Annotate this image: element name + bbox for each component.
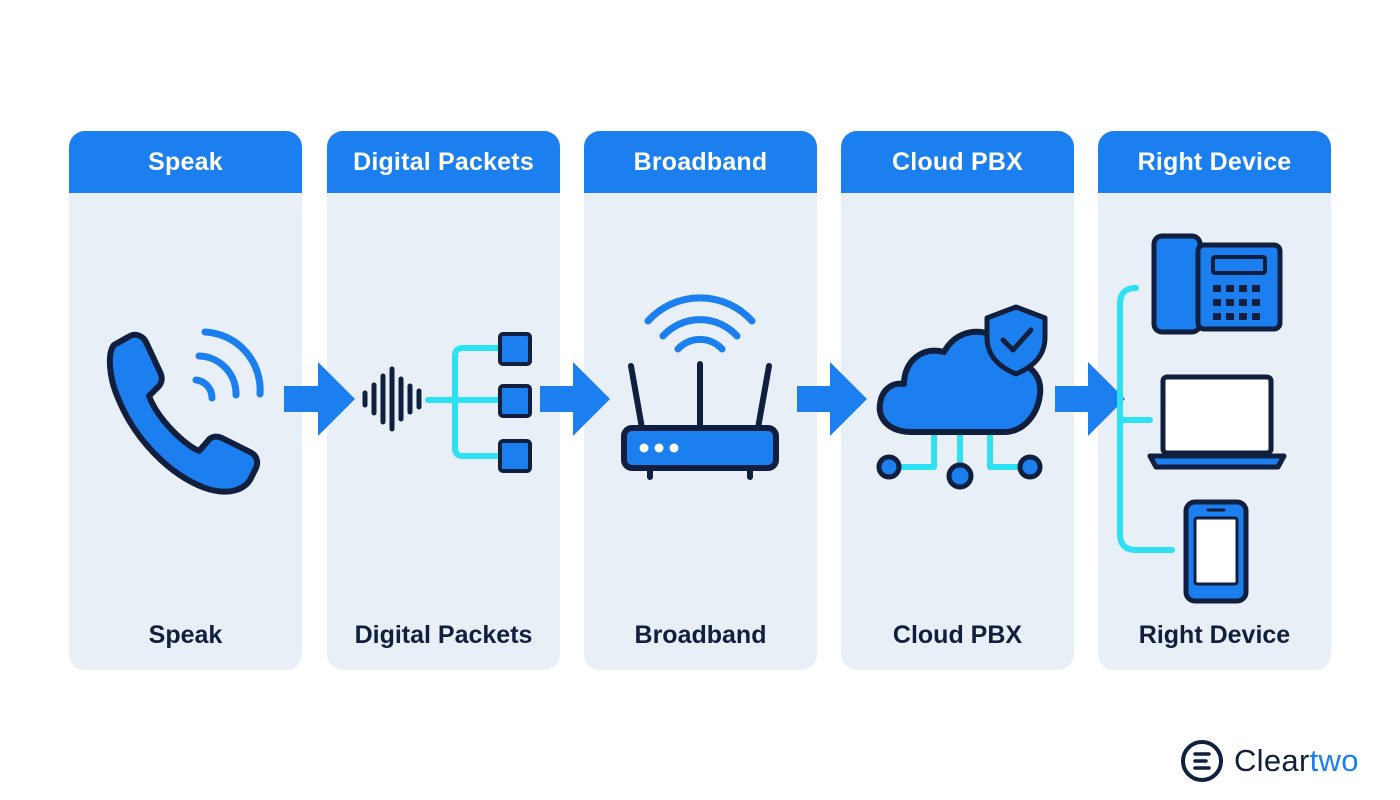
step-header-cloud-pbx: Cloud PBX xyxy=(841,131,1074,193)
brand-mark-spacer xyxy=(1180,738,1226,784)
step-panel-speak: Speak Speak xyxy=(69,131,302,670)
brand-name-part1: Clear xyxy=(1234,743,1310,778)
step-panel-right-device: Right Device Right Device xyxy=(1098,131,1331,670)
step-footer-cloud-pbx: Cloud PBX xyxy=(892,621,1023,649)
step-header-digital-packets: Digital Packets xyxy=(327,131,560,193)
step-panel-digital-packets: Digital Packets Digital Packets xyxy=(327,131,560,670)
step-footer-right-device: Right Device xyxy=(1138,621,1291,649)
brand-logo: Cleartwo xyxy=(1180,738,1359,784)
step-header-speak: Speak xyxy=(69,131,302,193)
step-panel-cloud-pbx: Cloud PBX Cloud PBX xyxy=(841,131,1074,670)
step-header-right-device: Right Device xyxy=(1098,131,1331,193)
brand-name: Cleartwo xyxy=(1234,743,1359,779)
step-footer-digital-packets: Digital Packets xyxy=(354,621,533,649)
step-footer-speak: Speak xyxy=(148,621,223,649)
brand-name-part2: two xyxy=(1309,743,1359,778)
step-footer-broadband: Broadband xyxy=(634,621,767,649)
step-header-broadband: Broadband xyxy=(584,131,817,193)
step-panel-broadband: Broadband Broadband xyxy=(584,131,817,670)
